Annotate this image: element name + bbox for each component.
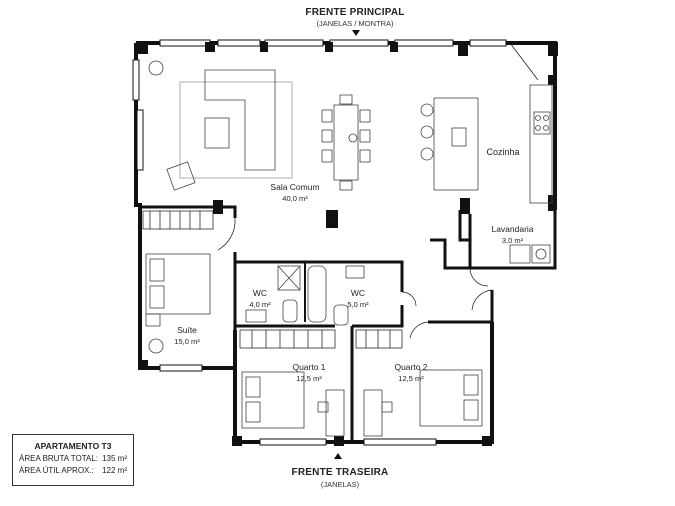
exterior-wall — [470, 210, 557, 270]
gross-value: 135 m² — [102, 454, 127, 463]
window — [159, 39, 211, 47]
window — [132, 59, 140, 101]
room-area: 15,0 m² — [174, 337, 200, 346]
room-area: 12,5 m² — [296, 374, 322, 383]
window — [469, 39, 507, 47]
back-subtitle: (JANELAS) — [320, 480, 360, 489]
back-title: FRENTE TRASEIRA — [291, 467, 389, 478]
room-name: Lavandaria — [491, 224, 534, 234]
room-name: Cozinha — [486, 147, 520, 157]
front-subtitle: (JANELAS / MONTRA) — [316, 19, 394, 28]
room-area: 4,0 m² — [249, 300, 271, 309]
exterior-wall — [233, 322, 494, 444]
room-suite: Suíte 15,0 m² — [162, 325, 212, 347]
room-name: Quarto 1 — [292, 362, 326, 372]
info-useful-row: ÁREA ÚTIL APROX.: 122 m² — [13, 466, 133, 475]
window — [259, 438, 327, 446]
room-name: Sala Comum — [270, 182, 320, 192]
useful-value: 122 m² — [102, 466, 127, 475]
front-title: FRENTE PRINCIPAL — [305, 7, 405, 18]
room-cozinha: Cozinha — [478, 147, 528, 158]
column — [326, 210, 338, 228]
window — [264, 39, 324, 47]
front-arrow-icon — [352, 30, 360, 36]
gross-label: ÁREA BRUTA TOTAL: — [19, 454, 98, 463]
room-name: WC — [350, 288, 366, 298]
room-name: Quarto 2 — [394, 362, 428, 372]
window — [394, 39, 454, 47]
window — [363, 438, 437, 446]
room-wc2: WC 5,0 m² — [342, 288, 374, 310]
info-title: APARTAMENTO T3 — [34, 441, 112, 451]
room-area: 3,0 m² — [501, 236, 524, 245]
room-sala: Sala Comum 40,0 m² — [255, 182, 335, 204]
info-box: APARTAMENTO T3 ÁREA BRUTA TOTAL: 135 m² … — [12, 434, 134, 486]
exterior-wall — [136, 41, 557, 210]
window — [329, 39, 389, 47]
window — [217, 39, 261, 47]
room-area: 40,0 m² — [282, 194, 308, 203]
room-wc1: WC 4,0 m² — [244, 288, 276, 310]
window — [159, 364, 203, 372]
room-name: Suíte — [177, 325, 197, 335]
room-area: 12,5 m² — [398, 374, 424, 383]
room-area: 5,0 m² — [347, 300, 369, 309]
back-arrow-icon — [334, 453, 342, 459]
window — [136, 109, 144, 171]
room-quarto2: Quarto 2 12,5 m² — [386, 362, 436, 384]
room-quarto1: Quarto 1 12,5 m² — [284, 362, 334, 384]
info-gross-row: ÁREA BRUTA TOTAL: 135 m² — [13, 454, 133, 463]
room-name: WC — [252, 288, 268, 298]
useful-label: ÁREA ÚTIL APROX.: — [19, 466, 94, 475]
room-lavandaria: Lavandaria 3,0 m² — [480, 224, 545, 246]
